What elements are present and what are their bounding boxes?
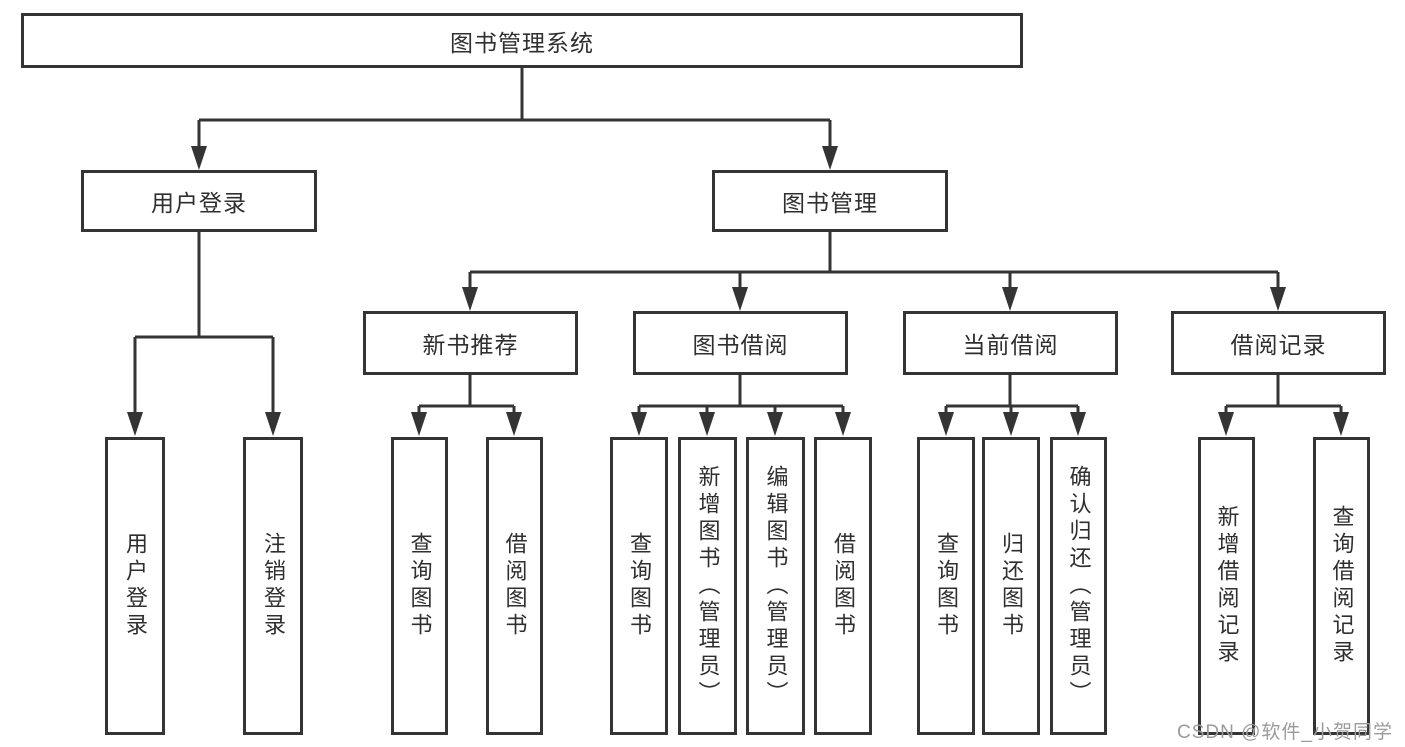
arrowhead — [127, 412, 143, 436]
arrowhead — [938, 412, 954, 436]
arrowhead — [732, 287, 748, 311]
arrowhead — [1270, 287, 1286, 311]
root-node: 图书管理系统 — [21, 13, 1023, 68]
arrowhead — [1333, 412, 1349, 436]
arrowhead — [191, 146, 207, 170]
arrowhead — [1002, 287, 1018, 311]
arrowhead — [1003, 412, 1019, 436]
leaf-add-borrow-record: 新增借阅记录 — [1198, 437, 1255, 735]
csdn-watermark: CSDN @软件_小贺同学 — [1177, 722, 1393, 743]
arrowhead — [506, 412, 522, 436]
node-current-borrow: 当前借阅 — [903, 311, 1118, 375]
leaf-edit-books-admin: 编辑图书（管理员） — [746, 437, 805, 735]
arrowheads — [127, 146, 1349, 436]
leaf-borrow-books-recommend: 借阅图书 — [486, 437, 543, 735]
leaf-user-login: 用户登录 — [105, 437, 165, 735]
leaf-query-borrow-record: 查询借阅记录 — [1313, 437, 1370, 735]
leaf-query-books-current: 查询图书 — [917, 437, 975, 735]
node-user-login: 用户登录 — [81, 170, 317, 232]
connector-paths — [133, 68, 1343, 415]
arrowhead — [767, 412, 783, 436]
arrowhead — [411, 412, 427, 436]
arrowhead — [1218, 412, 1234, 436]
leaf-query-books-recommend: 查询图书 — [391, 437, 448, 735]
node-borrow-records: 借阅记录 — [1171, 311, 1386, 375]
arrowhead — [1070, 412, 1086, 436]
arrowhead — [462, 287, 478, 311]
node-new-book-recommend: 新书推荐 — [363, 311, 578, 375]
arrowhead — [699, 412, 715, 436]
arrowhead — [835, 412, 851, 436]
leaf-query-books-borrow: 查询图书 — [610, 437, 668, 735]
node-book-management: 图书管理 — [712, 170, 948, 232]
leaf-confirm-return-admin: 确认归还（管理员） — [1050, 437, 1107, 735]
leaf-logout: 注销登录 — [243, 437, 303, 735]
leaf-return-books: 归还图书 — [982, 437, 1040, 735]
leaf-borrow-books: 借阅图书 — [814, 437, 872, 735]
arrowhead — [822, 146, 838, 170]
arrowhead — [265, 412, 281, 436]
leaf-add-books-admin: 新增图书（管理员） — [678, 437, 737, 735]
node-book-borrow: 图书借阅 — [633, 311, 848, 375]
arrowhead — [631, 412, 647, 436]
